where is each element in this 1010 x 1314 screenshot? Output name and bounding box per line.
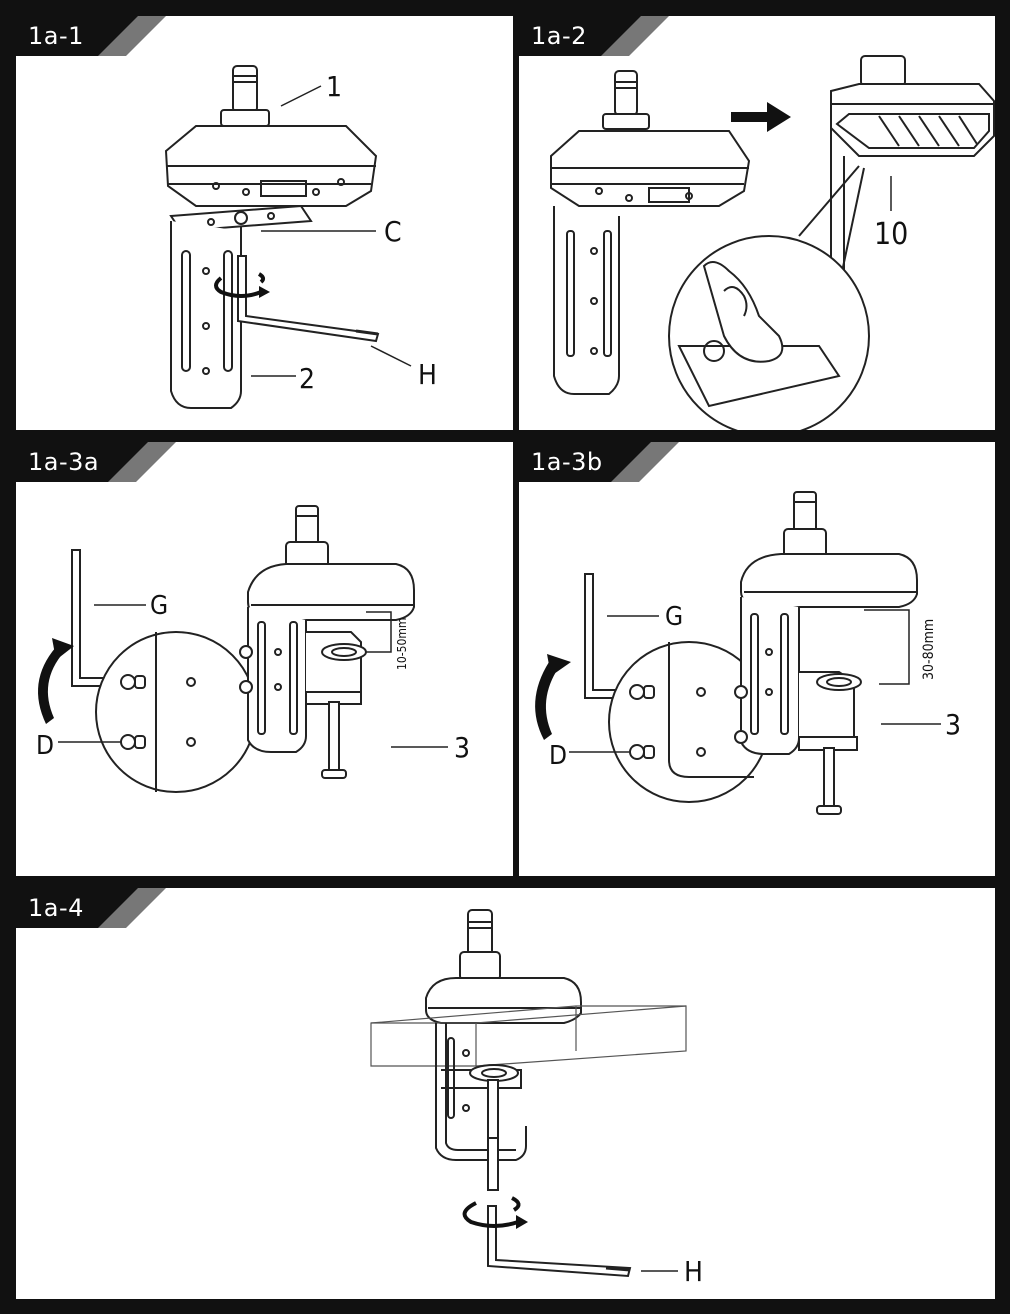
step-label: 1a-2 — [531, 22, 587, 50]
diagram-1a-2: 10 — [550, 55, 995, 430]
callout-10: 10 — [874, 217, 908, 252]
tab-shape — [519, 16, 669, 56]
step-label: 1a-3b — [531, 448, 603, 476]
panel-1a-2: 1a-2 — [519, 16, 995, 430]
tab-shape — [16, 16, 166, 56]
rotate-arrow-icon — [535, 654, 571, 740]
step-tab: 1a-2 — [519, 16, 669, 56]
step-tab: 1a-4 — [16, 888, 166, 928]
diagram-1a-4: H — [370, 909, 703, 1288]
tab-shape — [16, 442, 176, 482]
range-label: 30-80mm — [921, 619, 937, 680]
rotate-arrow-icon — [214, 272, 270, 298]
callout-h: H — [418, 358, 437, 391]
rotate-arrow-icon — [462, 1196, 528, 1229]
diagram-1a-1: 1 C H 2 — [164, 65, 437, 409]
panel-1a-1: 1a-1 — [16, 16, 513, 430]
callout-2: 2 — [299, 362, 315, 395]
diagram-1a-3b: G D 3 30-80mm — [535, 491, 961, 815]
tab-shape — [519, 442, 679, 482]
step-tab: 1a-3a — [16, 442, 176, 482]
right-arrow-icon — [731, 102, 791, 132]
callout-3: 3 — [945, 708, 961, 741]
step-label: 1a-4 — [28, 894, 84, 922]
callout-d: D — [36, 731, 54, 761]
rotate-arrow-icon — [38, 638, 74, 724]
panel-1a-4: 1a-4 — [16, 888, 995, 1299]
range-label: 10-50mm — [395, 618, 409, 670]
callout-h: H — [684, 1255, 703, 1288]
step-label: 1a-3a — [28, 448, 100, 476]
callout-d: D — [549, 741, 567, 771]
diagram-1a-3a: G D 3 10-50mm — [36, 505, 470, 793]
callout-3: 3 — [454, 731, 470, 764]
step-label: 1a-1 — [28, 22, 84, 50]
callout-g: G — [665, 602, 683, 632]
tab-shape — [16, 888, 166, 928]
panel-1a-3b: 1a-3b — [519, 442, 995, 876]
step-tab: 1a-3b — [519, 442, 679, 482]
callout-c: C — [384, 215, 402, 248]
panel-1a-3a: 1a-3a — [16, 442, 513, 876]
step-tab: 1a-1 — [16, 16, 166, 56]
zoom-circle-icon — [668, 165, 870, 430]
callout-1: 1 — [326, 70, 342, 103]
callout-g: G — [150, 591, 168, 621]
